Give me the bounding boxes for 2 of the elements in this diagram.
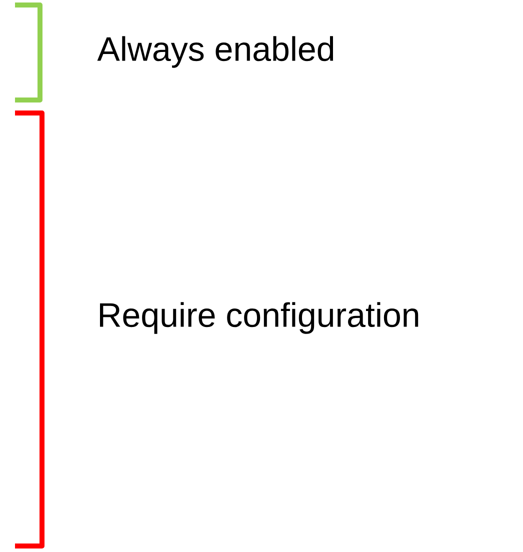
label: Always enabled [97, 36, 334, 68]
label: Require configuration [100, 302, 418, 334]
